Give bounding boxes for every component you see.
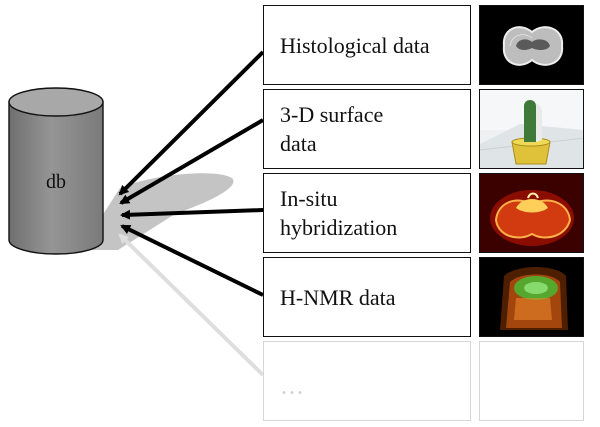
source-box-placeholder: … — [263, 341, 471, 421]
source-label: … — [280, 374, 304, 400]
source-box-in-situ: In-situ hybridization — [263, 173, 471, 253]
source-label: In-situ hybridization — [280, 186, 398, 240]
source-label: Histological data — [280, 32, 430, 58]
3d-surface-model-image — [479, 89, 584, 169]
arrow-placeholder — [118, 233, 265, 377]
in-situ-hybridization-image — [479, 173, 584, 253]
database-shadow — [80, 173, 234, 250]
arrow-surface — [119, 118, 265, 205]
histological-section-image — [479, 5, 584, 85]
source-box-h-nmr: H-NMR data — [263, 257, 471, 337]
arrow-in-situ — [120, 208, 264, 220]
database-label: db — [46, 171, 66, 193]
arrow-histological — [118, 50, 265, 196]
source-label: H-NMR data — [280, 284, 396, 310]
source-box-surface: 3-D surface data — [263, 89, 471, 169]
empty-placeholder-image — [479, 341, 584, 421]
source-box-histological: Histological data — [263, 5, 471, 85]
database-cylinder-icon: db — [8, 87, 104, 255]
arrow-h-nmr — [120, 224, 264, 297]
source-label: 3-D surface data — [280, 102, 384, 156]
h-nmr-volume-image — [479, 257, 584, 337]
